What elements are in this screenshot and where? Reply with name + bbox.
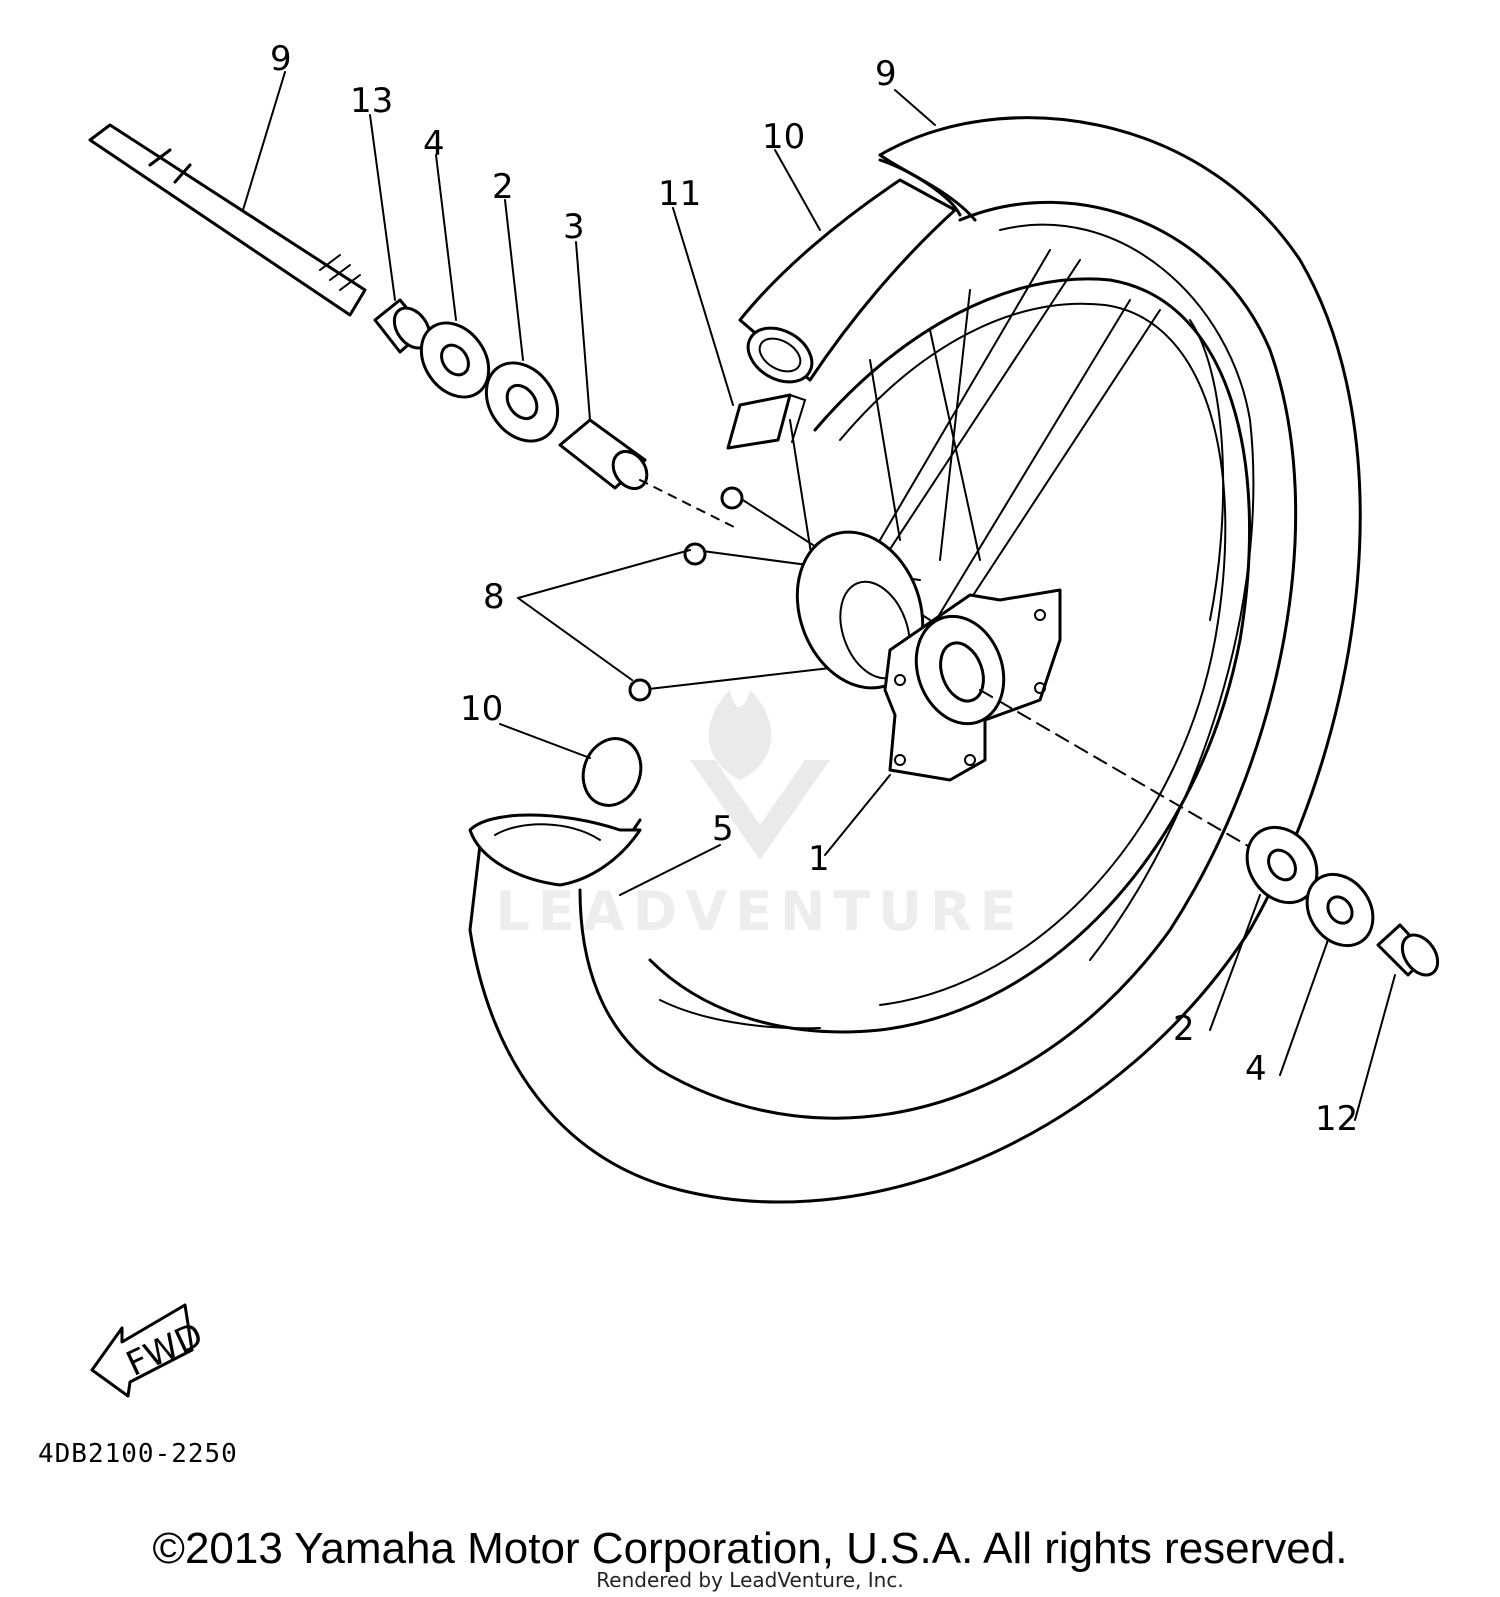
callout-10: 10 bbox=[460, 689, 503, 729]
rim-band bbox=[581, 737, 643, 837]
collar-12 bbox=[1376, 923, 1440, 977]
axle bbox=[88, 123, 367, 317]
callout-9: 11 bbox=[658, 174, 701, 214]
rendered-by-notice: Rendered by LeadVenture, Inc. bbox=[596, 1568, 904, 1592]
callout-13: 13 bbox=[350, 81, 393, 121]
collar-13 bbox=[373, 298, 432, 354]
oil-seal-4-lower bbox=[1305, 872, 1375, 948]
bearing-2-upper bbox=[484, 361, 560, 443]
inner-tube bbox=[738, 158, 962, 384]
callout-4-upper: 4 bbox=[423, 124, 445, 164]
watermark-text: LEADVENTURE bbox=[495, 880, 1025, 943]
watermark-logo bbox=[690, 690, 830, 860]
valve-stem bbox=[726, 393, 807, 450]
callout-12: 12 bbox=[1315, 1099, 1358, 1139]
rim bbox=[648, 277, 1251, 1034]
callout-6: 8 bbox=[483, 577, 505, 617]
fwd-arrow: FWD bbox=[90, 1303, 209, 1398]
bearing-2-lower bbox=[1245, 825, 1319, 905]
spacer-3 bbox=[558, 418, 649, 491]
spoke-nipples bbox=[628, 486, 744, 702]
callout-2-lower: 2 bbox=[1173, 1009, 1195, 1049]
hub bbox=[795, 530, 1062, 782]
tube-lower-section bbox=[468, 813, 642, 887]
copyright-notice: ©2013 Yamaha Motor Corporation, U.S.A. A… bbox=[152, 1524, 1348, 1573]
callout-4-lower: 4 bbox=[1245, 1049, 1267, 1089]
callout-1: 1 bbox=[808, 839, 830, 879]
callout-3: 3 bbox=[563, 207, 585, 247]
callout-5: 5 bbox=[712, 809, 734, 849]
callout-labels: 9 13 4 2 3 11 10 9 8 10 5 1 2 4 12 bbox=[270, 39, 1358, 1139]
oil-seal-4-upper bbox=[419, 321, 491, 399]
callout-2-upper: 2 bbox=[492, 167, 514, 207]
part-code: 4DB2100-2250 bbox=[38, 1439, 238, 1469]
callout-11: 9 bbox=[270, 39, 292, 79]
callout-8: 10 bbox=[762, 117, 805, 157]
callout-7: 9 bbox=[875, 54, 897, 94]
leader-lines bbox=[242, 71, 1396, 1121]
tire bbox=[468, 116, 1362, 1204]
